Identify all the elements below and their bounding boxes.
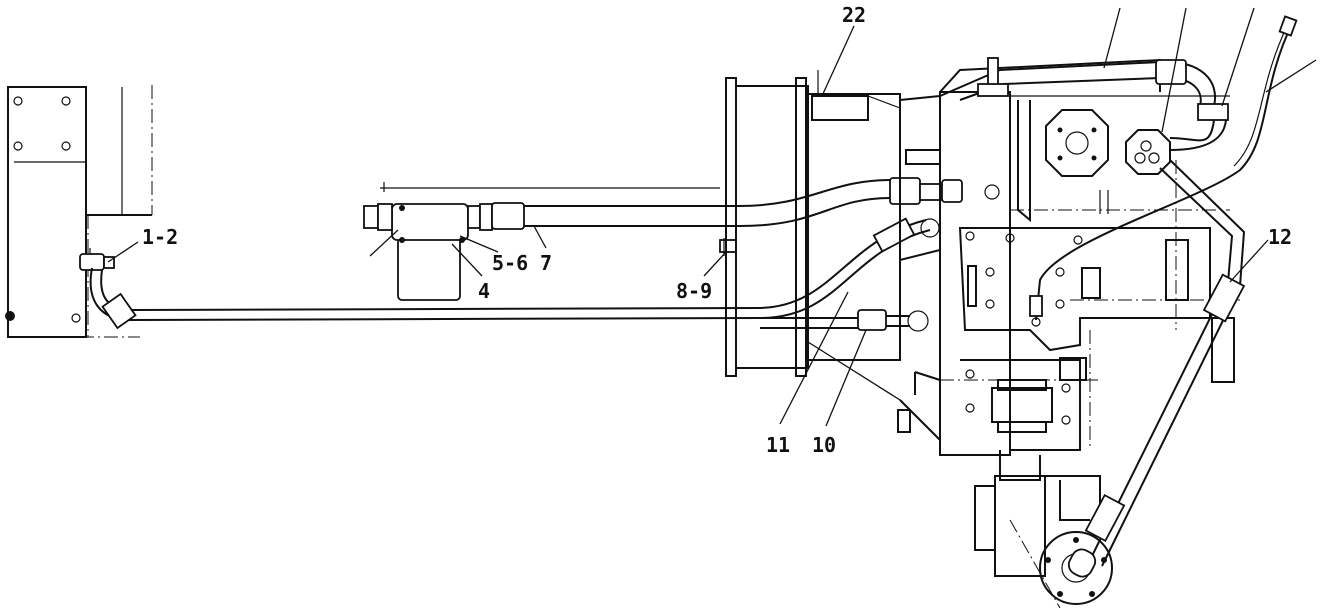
- callout-7: 7: [540, 251, 552, 275]
- filter-4: [363, 203, 493, 301]
- callout-10: 10: [812, 433, 836, 457]
- control-cable: [1029, 15, 1298, 327]
- lower-unit: [974, 317, 1235, 608]
- callout-22: 22: [842, 3, 866, 27]
- hose-7: [380, 177, 1000, 230]
- callout-1-2: 1-2: [142, 225, 178, 249]
- hose-10: [760, 309, 929, 332]
- callout-4: 4: [478, 279, 490, 303]
- callout-12: 12: [1268, 225, 1292, 249]
- leader-lines: [107, 7, 1317, 427]
- callout-5-6: 5-6: [492, 251, 528, 275]
- callout-11: 11: [766, 433, 790, 457]
- callout-8-9: 8-9: [676, 279, 712, 303]
- clamp-8-9: [719, 238, 737, 256]
- hose-11: [89, 217, 940, 330]
- hose-12: [1067, 159, 1246, 578]
- left-mounting-bracket: [5, 85, 153, 338]
- top-return-pipe: [939, 57, 1229, 151]
- right-main-body: [897, 58, 1240, 456]
